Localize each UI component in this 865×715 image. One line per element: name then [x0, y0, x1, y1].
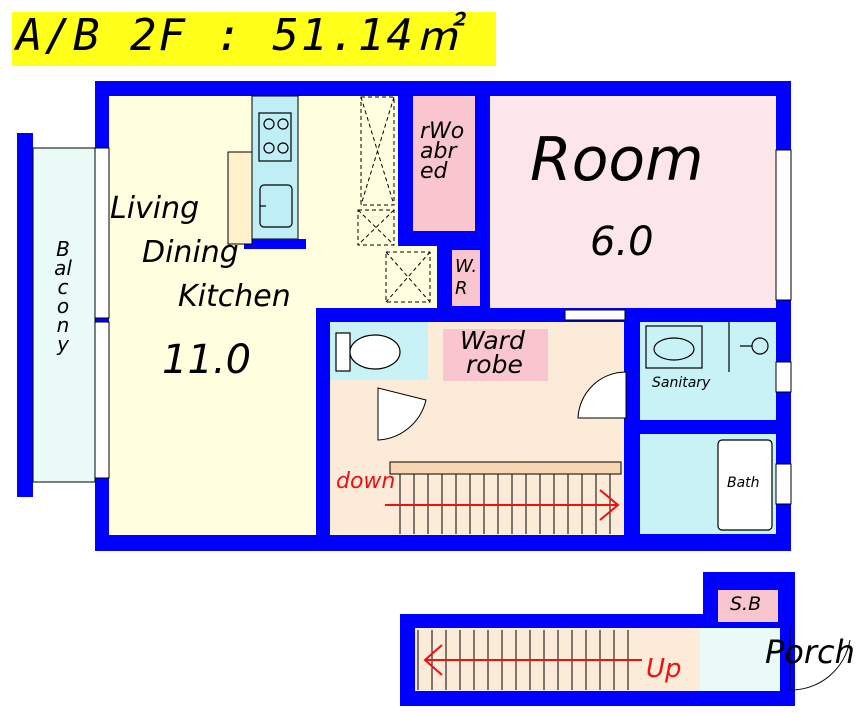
- fridge-space: [227, 151, 253, 245]
- sanitary-label: Sanitary: [652, 375, 711, 391]
- room-label: Room: [530, 125, 704, 195]
- down-arrow-head: [599, 489, 620, 521]
- wardrobe-label-1: Ward: [460, 326, 525, 355]
- title-banner: [12, 12, 496, 66]
- balcony-wall: [17, 133, 33, 497]
- sink-icon: [259, 184, 293, 228]
- kitchen-floor-lower: [300, 246, 437, 308]
- ldk-label-living: Living: [110, 191, 200, 226]
- page-title: A/B 2F : 51.14㎡: [16, 10, 461, 61]
- wardrobe-horizontal: [443, 329, 548, 381]
- stove-icon: [258, 112, 292, 162]
- wardrobe-vertical: [413, 96, 475, 231]
- counter-base: [244, 239, 306, 249]
- stair-landing: [389, 461, 622, 475]
- sb-label: S.B: [730, 593, 762, 615]
- storage-boxes: [357, 96, 431, 303]
- room-floor: [490, 96, 776, 308]
- porch-door: [789, 628, 851, 691]
- bathtub: [717, 439, 773, 531]
- ldk-label-dining: Dining: [142, 235, 239, 270]
- washbasin-icon: [645, 322, 769, 372]
- wardrobe-vertical-label: rWoabred: [420, 119, 465, 184]
- bath-label: Bath: [727, 475, 760, 491]
- balcony-label: Balcony: [54, 237, 72, 356]
- wr-closet: [452, 250, 480, 306]
- porch-label: Porch: [765, 633, 855, 671]
- up-arrow-head: [423, 644, 443, 676]
- ldk-size: 11.0: [162, 337, 252, 383]
- toilet-icon: [335, 332, 401, 372]
- ldk-label-kitchen: Kitchen: [178, 279, 291, 314]
- up-label: Up: [646, 654, 682, 684]
- room-size: 6.0: [590, 219, 654, 265]
- windows: [94, 147, 792, 505]
- balcony-floor: [32, 147, 96, 483]
- shoe-box: [718, 590, 778, 622]
- wardrobe-label-2: robe: [466, 350, 523, 379]
- wr-label: W.R: [455, 256, 478, 299]
- door-swings: [377, 371, 627, 441]
- entry-floor: [700, 628, 780, 691]
- down-label: down: [336, 469, 396, 494]
- sanitary-room: [640, 322, 776, 420]
